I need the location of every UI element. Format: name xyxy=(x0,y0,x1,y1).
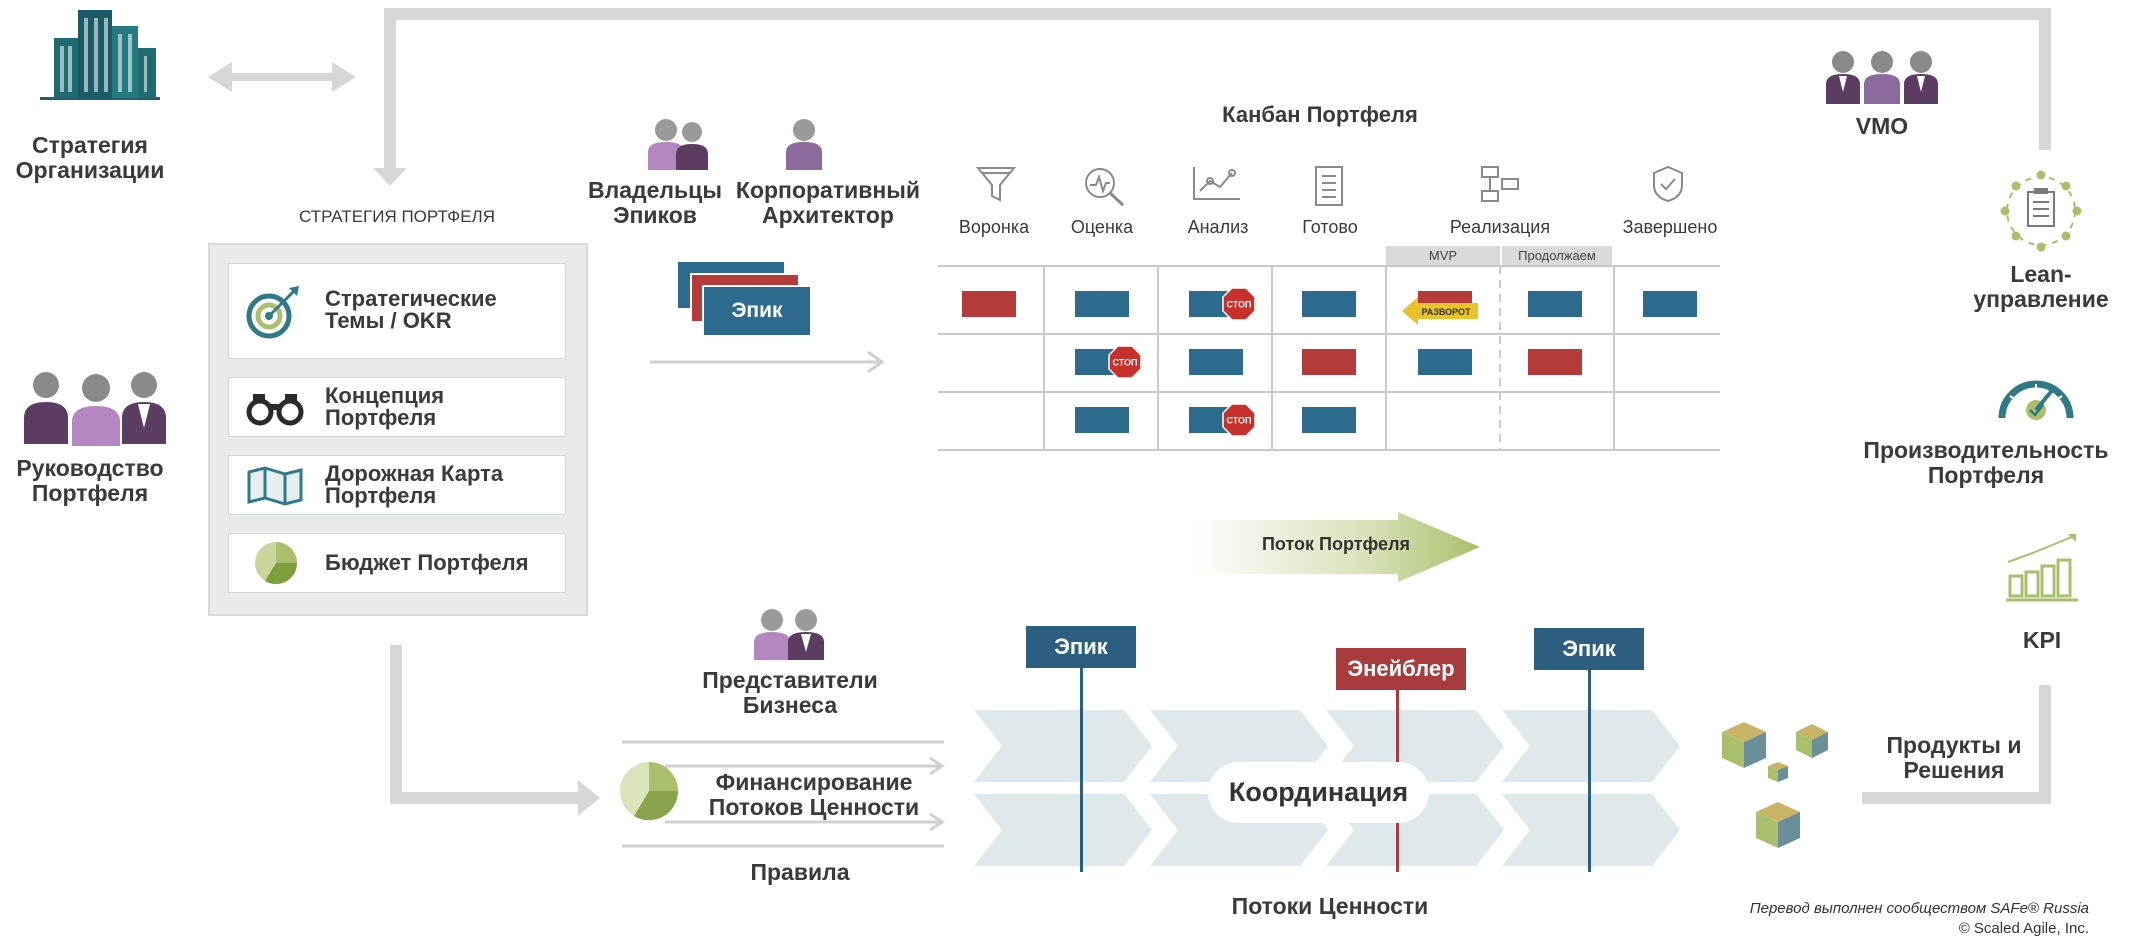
vmo-label: VMO xyxy=(1855,113,1909,139)
portfolio-strategy-heading: СТРАТЕГИЯ ПОРТФЕЛЯ xyxy=(299,207,495,226)
subcolumn-persevere: Продолжаем xyxy=(1502,246,1612,266)
pivot-arrow-icon: РАЗВОРОТ xyxy=(1402,297,1478,325)
epic-card-front: Эпик xyxy=(702,285,812,337)
kanban-column-ready: Готово xyxy=(1302,217,1358,237)
lean-governance-icon xyxy=(2000,170,2082,252)
implementation-flow-icon xyxy=(1481,166,1519,202)
kanban-card xyxy=(962,291,1016,317)
epic-owners-people-icon xyxy=(648,119,708,170)
epic-flag: Эпик xyxy=(1534,628,1644,670)
kanban-card xyxy=(1418,349,1472,375)
magnifier-chart-icon xyxy=(1085,168,1125,207)
portfolio-flow-arrow xyxy=(1190,512,1480,582)
document-list-icon xyxy=(1315,166,1343,206)
kanban-card xyxy=(1643,291,1697,317)
svg-text:СТОП: СТОП xyxy=(1226,416,1251,426)
vmo-people-icon xyxy=(1826,51,1938,104)
value-streams-caption: Потоки Ценности xyxy=(1231,893,1429,919)
stop-sign-icon: СТОП xyxy=(1222,403,1256,437)
kanban-grid xyxy=(938,265,1720,451)
kpi-bar-chart-icon xyxy=(2006,534,2078,602)
performance-gauge-icon xyxy=(1998,380,2074,420)
building-icon xyxy=(40,10,160,100)
svg-text:РАЗВОРОТ: РАЗВОРОТ xyxy=(1421,307,1471,317)
target-icon xyxy=(246,286,299,339)
epic-flag: Эпик xyxy=(1026,626,1136,668)
portfolio-budget-label: Бюджет Портфеля xyxy=(325,550,529,575)
kanban-card xyxy=(1302,407,1356,433)
kanban-column-analysis: Анализ xyxy=(1187,217,1249,237)
kanban-card xyxy=(1302,291,1356,317)
kanban-column-done: Завершено xyxy=(1622,217,1718,237)
epic-stack: Эпик xyxy=(678,262,818,340)
kanban-card xyxy=(1528,291,1582,317)
kanban-card xyxy=(1075,407,1129,433)
kanban-title: Канбан Портфеля xyxy=(1222,102,1418,127)
translation-credit: Перевод выполнен сообществом SAFe® Russi… xyxy=(1749,900,2089,917)
kpi-label: KPI xyxy=(2022,627,2062,653)
epic-flag-pole xyxy=(1080,660,1083,872)
map-icon xyxy=(247,466,303,506)
portfolio-budget-item: Бюджет Портфеля xyxy=(228,533,566,593)
portfolio-flow-label: Поток Портфеля xyxy=(1261,534,1411,554)
analysis-chart-icon xyxy=(1193,167,1240,200)
guardrails-label: Правила xyxy=(750,859,850,885)
kanban-column-implementing: Реализация xyxy=(1449,217,1551,237)
kanban-card xyxy=(1302,349,1356,375)
pie-icon xyxy=(255,542,298,585)
enterprise-architect-person-icon xyxy=(786,119,822,170)
kanban-card xyxy=(1075,291,1129,317)
kanban-card xyxy=(1528,349,1582,375)
subcolumn-mvp: MVP xyxy=(1386,246,1500,266)
lean-governance-label: Lean-управление xyxy=(1973,261,2109,312)
products-cubes-icon xyxy=(1722,722,1828,848)
kanban-column-funnel: Воронка xyxy=(958,217,1030,237)
coordination-label: Координация xyxy=(1208,762,1429,823)
stop-sign-icon: СТОП xyxy=(1108,345,1142,379)
business-owners-people-icon xyxy=(754,609,824,660)
svg-text:СТОП: СТОП xyxy=(1112,358,1137,368)
funding-pie-icon xyxy=(620,762,679,821)
kanban-column-review: Оценка xyxy=(1070,217,1134,237)
enabler-flag: Энейблер xyxy=(1336,648,1466,690)
shield-check-icon xyxy=(1653,165,1683,203)
epic-flag-pole xyxy=(1588,662,1591,872)
binoculars-icon xyxy=(246,394,304,426)
funnel-icon xyxy=(976,167,1016,202)
stop-sign-icon: СТОП xyxy=(1222,287,1256,321)
copyright: © Scaled Agile, Inc. xyxy=(1958,920,2089,937)
kanban-card xyxy=(1189,349,1243,375)
portfolio-leadership-people-icon xyxy=(24,372,166,446)
svg-text:СТОП: СТОП xyxy=(1226,300,1251,310)
